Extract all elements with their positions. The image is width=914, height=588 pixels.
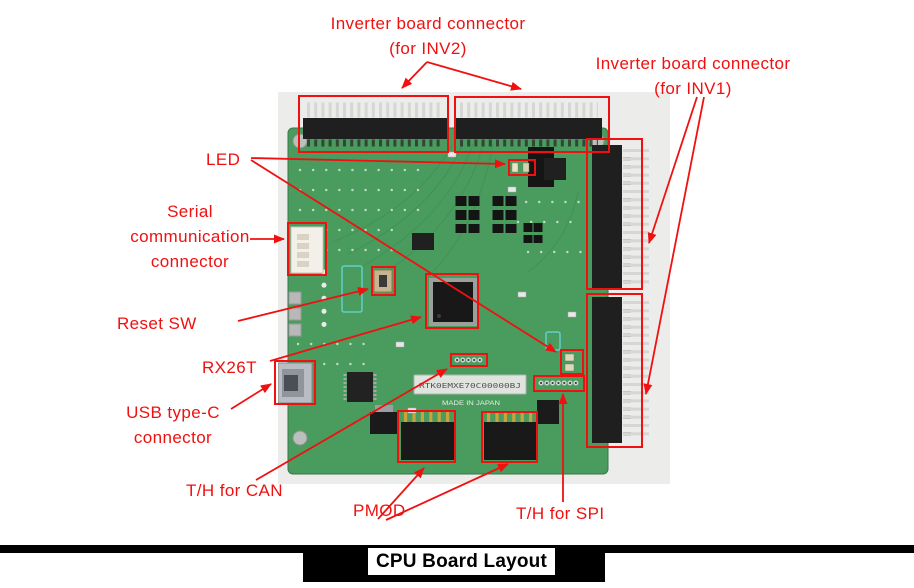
label-usb-line2: connector bbox=[133, 428, 213, 447]
annotation-box-pmod-2 bbox=[481, 411, 538, 463]
annotation-box-inv2-right bbox=[454, 96, 610, 153]
label-serial-line3: connector bbox=[150, 252, 230, 271]
label-led: LED bbox=[206, 150, 241, 169]
arrow-inv2-right bbox=[426, 61, 522, 91]
annotation-box-pmod-1 bbox=[397, 410, 456, 463]
label-reset-sw: Reset SW bbox=[117, 314, 197, 333]
part-number-sticker: RTK0EMXE70C00000BJ bbox=[413, 374, 527, 395]
pmod-connector-2 bbox=[484, 411, 536, 460]
annotation-box-rx26t bbox=[425, 273, 479, 329]
label-inv2: Inverter board connector (for INV2) bbox=[308, 11, 548, 61]
led-pair-right bbox=[564, 353, 575, 372]
annotation-box-inv2-left bbox=[298, 95, 449, 153]
annotation-box-serial bbox=[287, 222, 327, 276]
caption-title-box: CPU Board Layout bbox=[368, 548, 555, 575]
label-serial: Serial communication connector bbox=[112, 199, 268, 274]
annotation-box-led-right bbox=[560, 349, 584, 375]
annotation-box-led-top bbox=[508, 159, 536, 176]
ssop-chip bbox=[343, 372, 377, 402]
annotation-box-inv1-upper bbox=[586, 138, 643, 290]
label-inv2-line1: Inverter board connector bbox=[330, 14, 526, 33]
label-inv1-line1: Inverter board connector bbox=[595, 54, 791, 73]
label-rx26t: RX26T bbox=[202, 358, 257, 377]
right-connector-lower bbox=[592, 297, 649, 443]
label-usb: USB type-C connector bbox=[108, 400, 238, 450]
annotation-box-usb bbox=[274, 360, 316, 405]
label-inv1: Inverter board connector (for INV1) bbox=[580, 51, 806, 101]
arrow-inv2-left bbox=[401, 61, 428, 89]
ic-top-right bbox=[544, 158, 566, 180]
label-serial-line1: Serial bbox=[167, 202, 213, 221]
ic-small bbox=[412, 233, 434, 250]
label-th-can: T/H for CAN bbox=[186, 481, 283, 500]
label-pmod: PMOD bbox=[353, 501, 406, 520]
annotation-box-inv1-lower bbox=[586, 293, 643, 448]
annotation-box-th-can bbox=[450, 353, 488, 367]
caption-title: CPU Board Layout bbox=[375, 550, 548, 572]
label-th-spi: T/H for SPI bbox=[516, 504, 605, 523]
top-connector-left bbox=[303, 102, 447, 147]
label-serial-line2: communication bbox=[130, 227, 250, 246]
right-connector-upper bbox=[592, 145, 649, 288]
label-inv1-line2: (for INV1) bbox=[654, 79, 732, 98]
annotation-box-th-spi bbox=[533, 375, 585, 392]
component-near-spi bbox=[537, 400, 559, 424]
part-number-text: RTK0EMXE70C00000BJ bbox=[419, 382, 521, 390]
top-connector-right bbox=[456, 102, 602, 147]
label-inv2-line2: (for INV2) bbox=[389, 39, 467, 58]
annotation-box-reset-sw bbox=[371, 266, 396, 296]
origin-text: MADE IN JAPAN bbox=[442, 400, 500, 407]
left-edge-components bbox=[288, 291, 302, 337]
label-usb-line1: USB type-C bbox=[126, 403, 220, 422]
